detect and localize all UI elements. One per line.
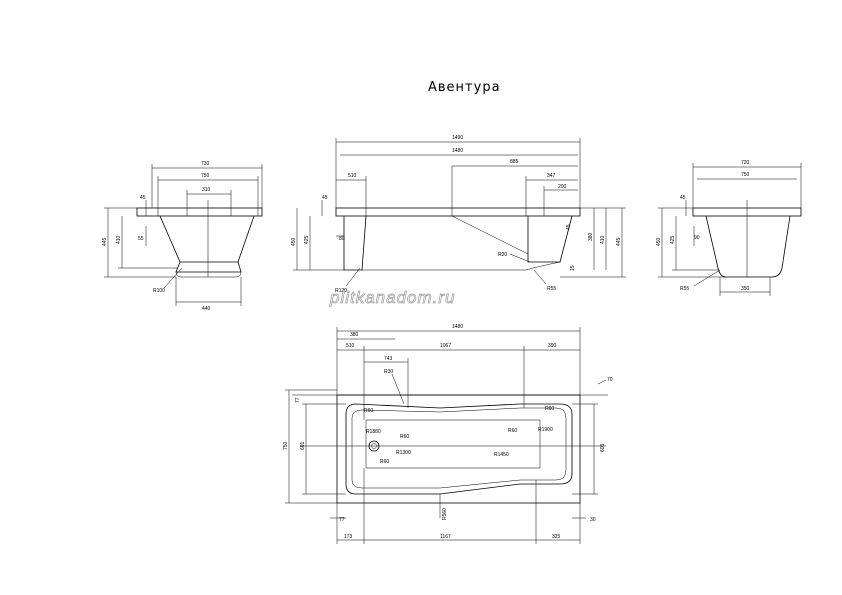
- dim-label: 80: [339, 236, 345, 242]
- dim-label: 410: [116, 235, 122, 244]
- dim-label: 390: [548, 343, 557, 349]
- dim-label: 750: [283, 441, 289, 450]
- dim-label: R120: [335, 288, 347, 294]
- dim-label: 1480: [452, 324, 463, 330]
- dim-label: 325: [552, 534, 561, 540]
- dim-label: R55: [680, 286, 689, 292]
- dim-label: R1450: [494, 452, 509, 458]
- dim-label: 750: [741, 172, 750, 178]
- dim-label: 200: [558, 184, 567, 190]
- dim-label: R1880: [366, 429, 381, 435]
- leader-line: [597, 379, 607, 385]
- dim-label: 77: [339, 517, 345, 523]
- dim-label: 601: [300, 441, 306, 450]
- dim-label: 77: [295, 397, 301, 403]
- dim-label: 347: [547, 173, 556, 179]
- dim-label: R60: [400, 434, 409, 440]
- dim-label: 750: [201, 173, 210, 179]
- dim-label: 1167: [440, 534, 451, 540]
- dim-label: R100: [153, 288, 165, 294]
- dim-label: 15: [570, 265, 576, 271]
- dim-label: R30: [384, 369, 393, 375]
- dim-label: R1300: [396, 450, 411, 456]
- dim-label: 1067: [440, 343, 451, 349]
- dim-label: 730: [201, 161, 210, 167]
- plan-view: 1480 380 510 1067 390 743 R30 70 77 R60 …: [283, 324, 613, 544]
- side-view: 1490 1480 885 347 200 510 450 425 45 80 …: [291, 135, 626, 294]
- dim-label: 510: [348, 173, 357, 179]
- dim-label: 45: [322, 195, 328, 201]
- dim-label: 510: [346, 343, 355, 349]
- tub-body-outline: [159, 215, 255, 263]
- dim-label: 173: [344, 534, 353, 540]
- rim-outline: [335, 207, 581, 217]
- dim-label: 90: [694, 235, 700, 241]
- drain-inner-icon: [371, 443, 377, 449]
- dim-label: 720: [741, 160, 750, 166]
- dim-label: 450: [656, 237, 662, 246]
- leader-line: [345, 267, 361, 287]
- tub-foot-outline: [175, 261, 242, 273]
- body-right-outline: [527, 215, 573, 263]
- dim-label: 885: [510, 159, 519, 165]
- dim-label: R55: [547, 286, 556, 292]
- tub-body-outline: [705, 215, 791, 278]
- dim-label: 380: [588, 232, 594, 241]
- dim-label: 45: [680, 195, 686, 201]
- leader-line: [509, 253, 531, 263]
- dim-label: R60: [545, 406, 554, 412]
- bottom-curve: [525, 261, 561, 271]
- dim-label: R60: [380, 459, 389, 465]
- dim-label: 30: [590, 517, 596, 523]
- end-view-right: 720 750 450 425 45 90 R55 350: [656, 160, 802, 296]
- basin-floor-outline: [365, 419, 541, 469]
- dim-label: 440: [202, 306, 211, 312]
- watermark: plitkanadom.ru: [329, 288, 456, 307]
- leader-line: [533, 269, 547, 285]
- dim-label: 45: [140, 195, 146, 201]
- drain-icon: [368, 440, 380, 452]
- dim-label: R60: [508, 428, 517, 434]
- dim-label: R20: [498, 252, 507, 258]
- hidden-line: [451, 215, 529, 255]
- dim-label: R560: [442, 508, 448, 520]
- leader-line: [693, 269, 721, 287]
- tub-bottom-curve: [175, 271, 242, 278]
- leader-line: [391, 373, 405, 405]
- dim-label: 350: [741, 286, 750, 292]
- basin-inner-outline: [351, 407, 567, 489]
- dim-label: R60: [364, 408, 373, 414]
- dim-label: 425: [304, 235, 310, 244]
- dim-label: 1490: [452, 135, 463, 141]
- leader-line: [163, 267, 183, 289]
- dim-label: 605: [600, 443, 606, 452]
- dim-label: 310: [202, 187, 211, 193]
- dim-label: 743: [384, 356, 393, 362]
- dim-label: 425: [670, 235, 676, 244]
- dim-label: 445: [616, 237, 622, 246]
- body-left-outline: [343, 215, 367, 271]
- dim-label: 445: [102, 237, 108, 246]
- end-view-left: 730 750 310 445 410 45 55 R100 440: [102, 161, 263, 312]
- drawing-title: Авентура: [428, 80, 501, 95]
- dim-label: 450: [291, 237, 297, 246]
- dim-label: 70: [607, 377, 613, 383]
- rim-outline: [136, 207, 263, 217]
- dim-label: 410: [600, 235, 606, 244]
- basin-outer-outline: [345, 403, 573, 495]
- dim-label: 55: [138, 236, 144, 242]
- dim-label: R1900: [538, 427, 553, 433]
- dim-label: 45: [566, 224, 572, 230]
- dim-label: 1480: [452, 148, 463, 154]
- dim-label: 380: [350, 332, 359, 338]
